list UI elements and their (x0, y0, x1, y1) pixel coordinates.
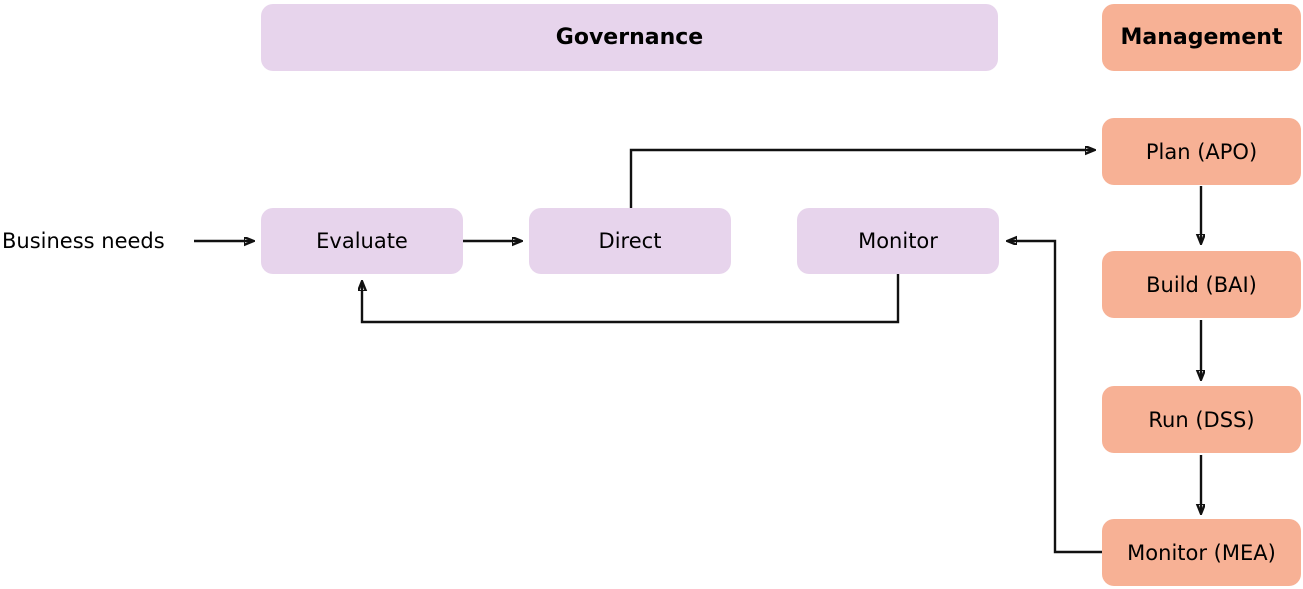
node-plan-apo[interactable]: Plan (APO) (1102, 118, 1301, 185)
node-monitor[interactable]: Monitor (797, 208, 999, 274)
node-run-dss[interactable]: Run (DSS) (1102, 386, 1301, 453)
management-header: Management (1102, 4, 1301, 71)
edge-monitor-to-evaluate (362, 274, 900, 324)
node-direct[interactable]: Direct (529, 208, 731, 274)
edge-direct-to-plan (629, 150, 1094, 208)
governance-header: Governance (261, 4, 998, 71)
node-monitor-mea[interactable]: Monitor (MEA) (1102, 519, 1301, 586)
business-needs-label: Business needs (2, 229, 165, 253)
node-evaluate[interactable]: Evaluate (261, 208, 463, 274)
edge-monitor-mea-to-monitor (1008, 241, 1102, 554)
node-build-bai[interactable]: Build (BAI) (1102, 251, 1301, 318)
